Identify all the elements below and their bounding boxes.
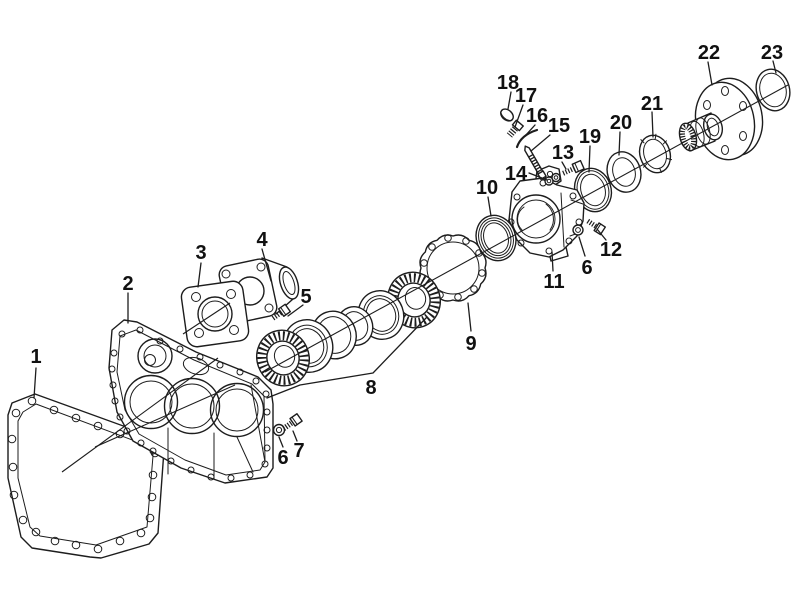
callout-5-label: 5 [300, 286, 311, 308]
part-19-seal-ring [573, 167, 613, 213]
callout-18-label: 18 [497, 72, 519, 94]
carrier-bolt-holes [507, 179, 583, 255]
part-22-companion-flange [678, 77, 764, 161]
part-5-bolt [271, 303, 292, 321]
part-21-lock-ring [638, 133, 673, 174]
callout-23-label: 23 [761, 42, 783, 64]
callout-4-label: 4 [256, 229, 268, 251]
callout-3-label: 3 [195, 242, 206, 264]
callout-19-label: 19 [579, 126, 601, 148]
callout-17-label: 17 [515, 85, 537, 107]
callout-22-label: 22 [698, 42, 720, 64]
part-6-nut-right [572, 224, 584, 236]
callout-8-label: 8 [365, 377, 376, 399]
part-9-lock-plate [419, 234, 487, 302]
callout-21-label: 21 [641, 93, 663, 115]
callout-20-label: 20 [610, 112, 632, 134]
part-6-nut-lower [272, 423, 286, 437]
lock-plate-holes [420, 234, 486, 301]
callout-6-right-label: 6 [581, 257, 592, 279]
leader-lines [33, 60, 777, 448]
part-2-housing-plate [108, 319, 274, 484]
callout-labels: 1 2 3 4 5 6 7 8 9 10 11 6 12 13 14 15 16… [30, 42, 783, 469]
part-16-lock-wire [515, 128, 539, 149]
callout-9-label: 9 [465, 333, 476, 355]
callout-11-label: 11 [543, 271, 564, 293]
part-14-washers [544, 172, 561, 186]
callout-12-label: 12 [600, 239, 622, 261]
callout-6-lower-label: 6 [277, 447, 288, 469]
part-12-bolt [586, 218, 607, 236]
callout-7-label: 7 [293, 440, 304, 462]
callout-1-label: 1 [30, 346, 41, 368]
callout-2-label: 2 [122, 273, 133, 295]
part-8-bracket [266, 316, 428, 399]
callout-15-label: 15 [548, 115, 570, 137]
part-3-flange-gasket [180, 280, 250, 348]
part-23-ring [755, 68, 791, 112]
callout-13-label: 13 [552, 142, 574, 164]
callout-14-label: 14 [505, 163, 528, 185]
axis-lines [61, 84, 789, 473]
part-13-bolt [562, 159, 585, 176]
part-17-threaded-plug [506, 119, 524, 138]
part-7-bolt [282, 413, 303, 431]
callout-10-label: 10 [476, 177, 498, 199]
callout-16-label: 16 [526, 105, 548, 127]
splined-hub-end [678, 122, 698, 152]
part-18-cap [500, 108, 514, 122]
